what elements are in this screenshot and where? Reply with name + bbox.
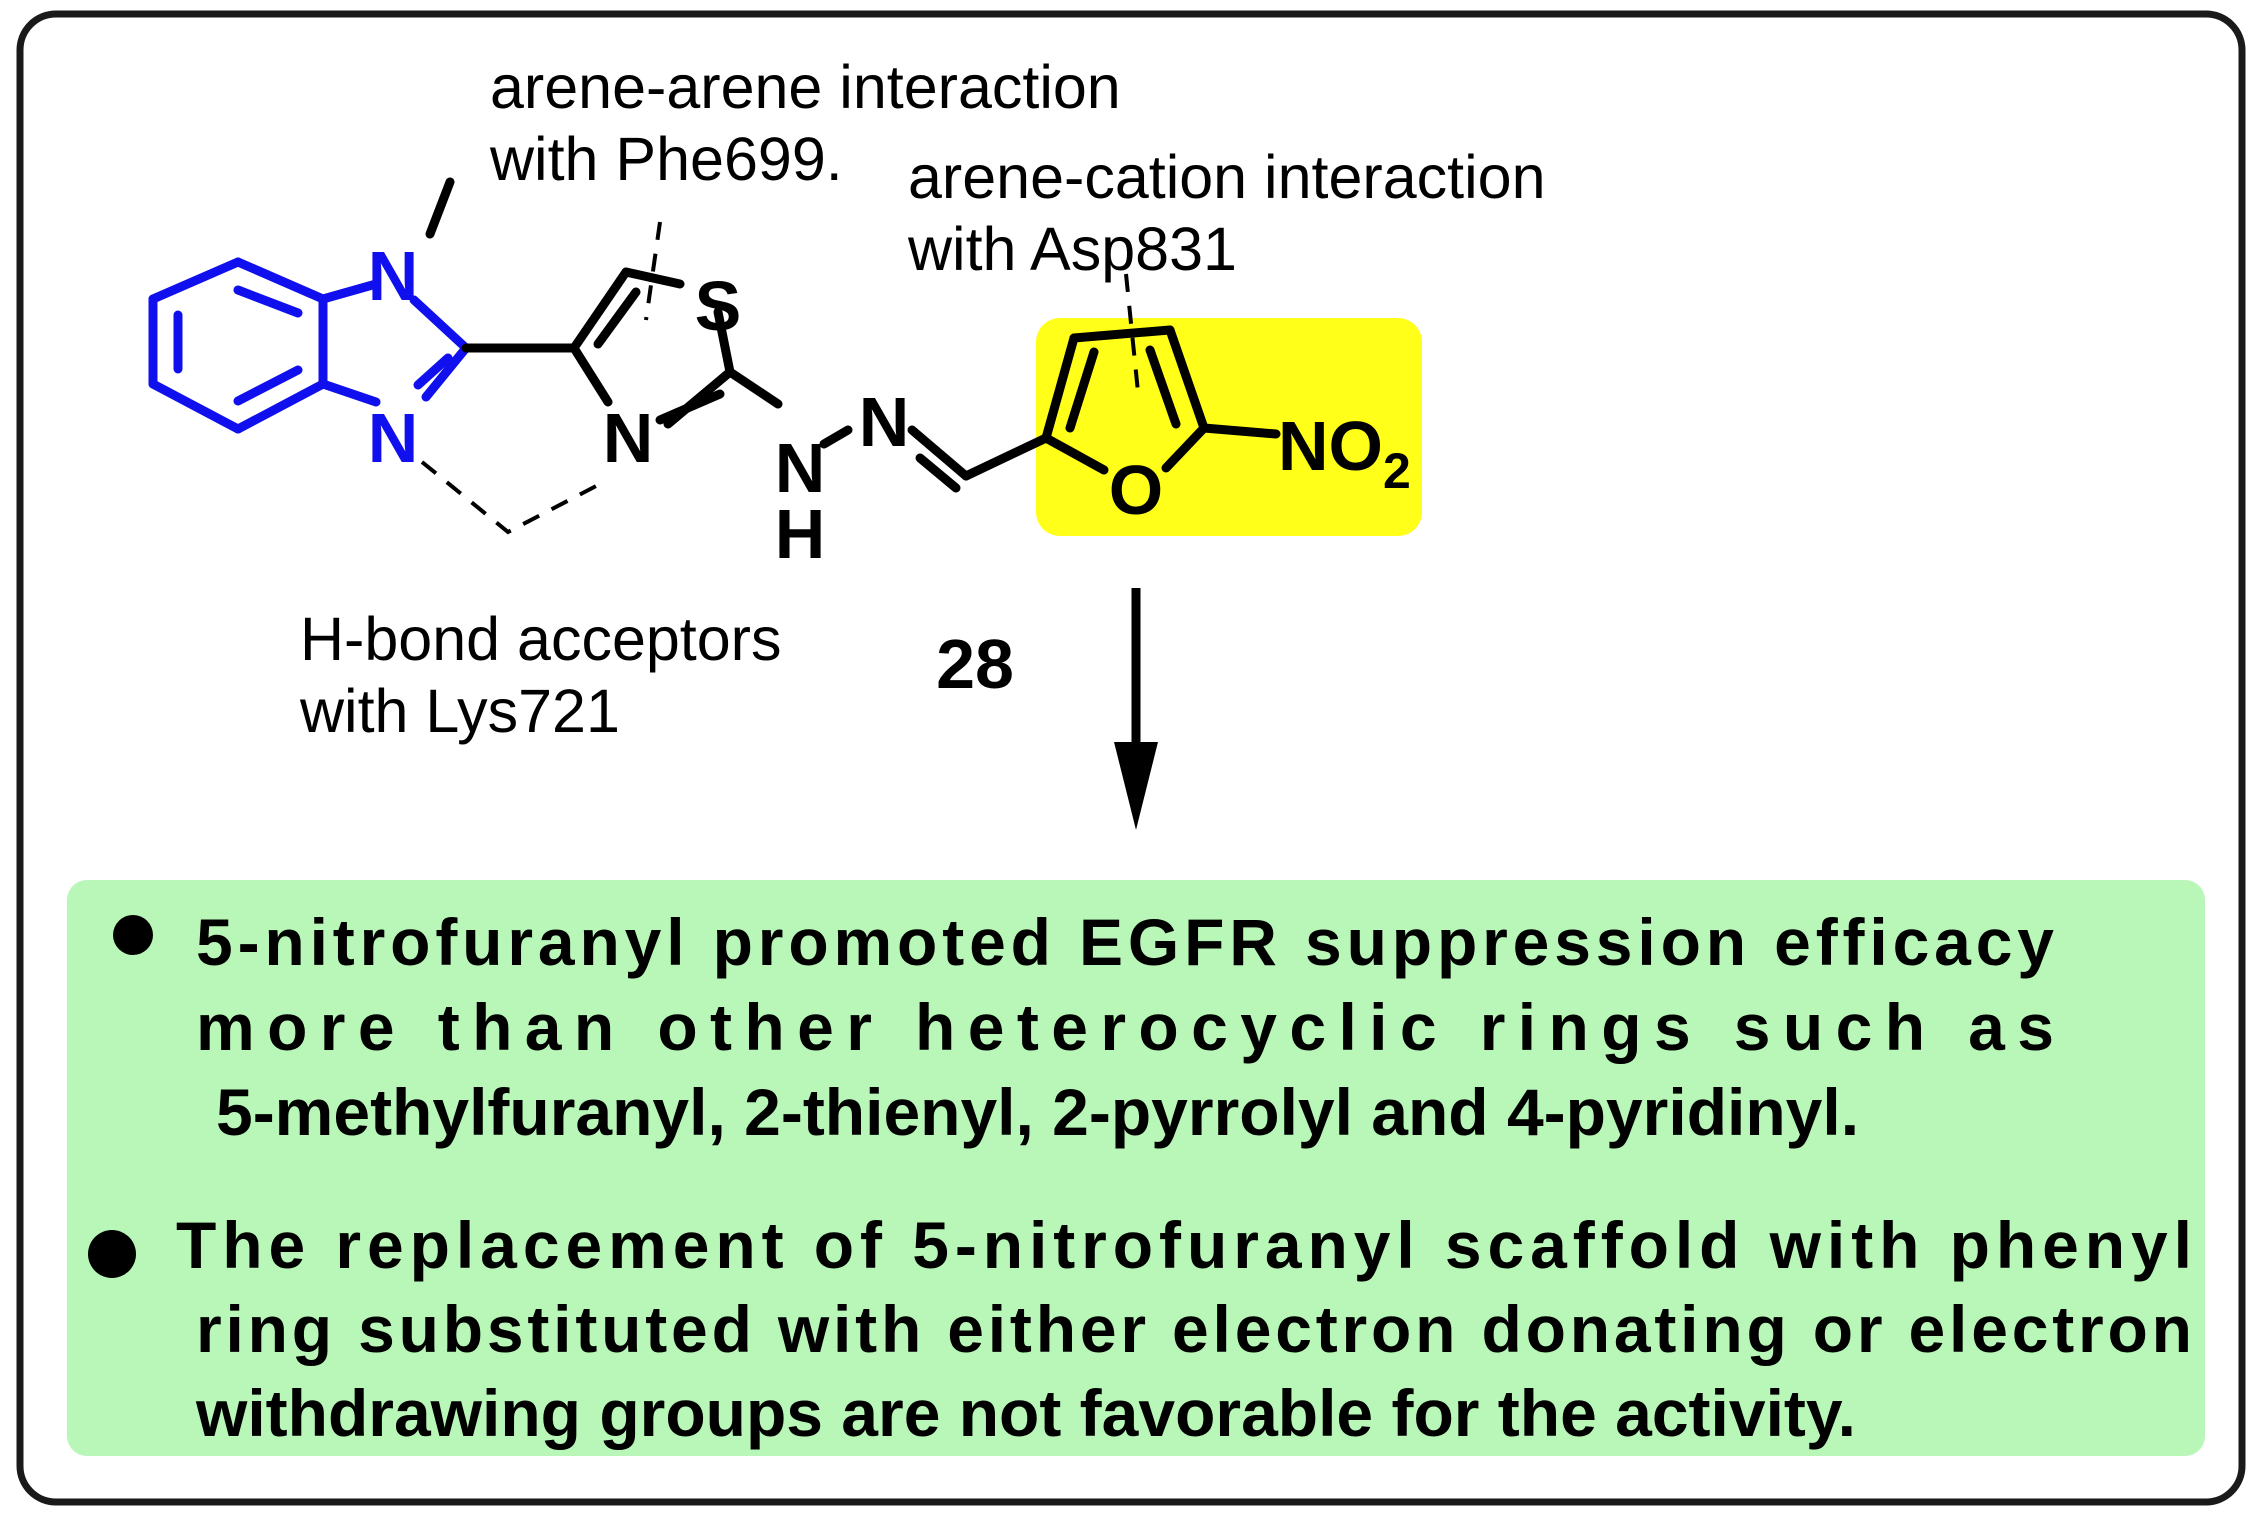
atom-benz-n-bottom: N xyxy=(368,399,419,477)
findings-box xyxy=(67,880,2205,1456)
bullet-icon xyxy=(88,1230,136,1278)
benzimidazole-ring xyxy=(148,257,471,434)
finding-2-line-2: ring substituted with either electron do… xyxy=(196,1292,2192,1366)
atom-hydrazone-n: N xyxy=(859,383,910,461)
annotation-hbond: H-bond acceptors with Lys721 xyxy=(299,605,798,745)
atom-thiazole-s: S xyxy=(695,267,742,345)
atom-furan-o: O xyxy=(1109,451,1163,529)
bullet-icon xyxy=(113,915,153,955)
outer-frame xyxy=(16,10,2246,1506)
finding-2-line-3: withdrawing groups are not favorable for… xyxy=(195,1376,1856,1450)
atom-thiazole-n: N xyxy=(603,399,654,477)
finding-1-line-2: more than other heterocyclic rings such … xyxy=(196,990,2054,1064)
atom-nitro: NO2 xyxy=(1278,407,1411,499)
interaction-lines xyxy=(420,221,1140,535)
atom-hydrazone-nh-h: H xyxy=(775,495,826,573)
finding-1-line-3: 5-methylfuranyl, 2-thienyl, 2-pyrrolyl a… xyxy=(216,1075,1859,1149)
down-arrow-icon xyxy=(1114,588,1158,830)
atom-hydrazone-nh-n: N xyxy=(775,429,826,507)
compound-number: 28 xyxy=(936,625,1014,703)
atom-labels: N N S N N H N O NO2 xyxy=(368,237,1411,573)
annotation-arene-arene: arene-arene interaction with Phe699. xyxy=(489,53,1138,193)
atom-benz-n-top: N xyxy=(368,237,419,315)
annotation-arene-cation: arene-cation interaction with Asp831 xyxy=(907,143,1562,283)
molecule-bonds xyxy=(148,177,1281,493)
